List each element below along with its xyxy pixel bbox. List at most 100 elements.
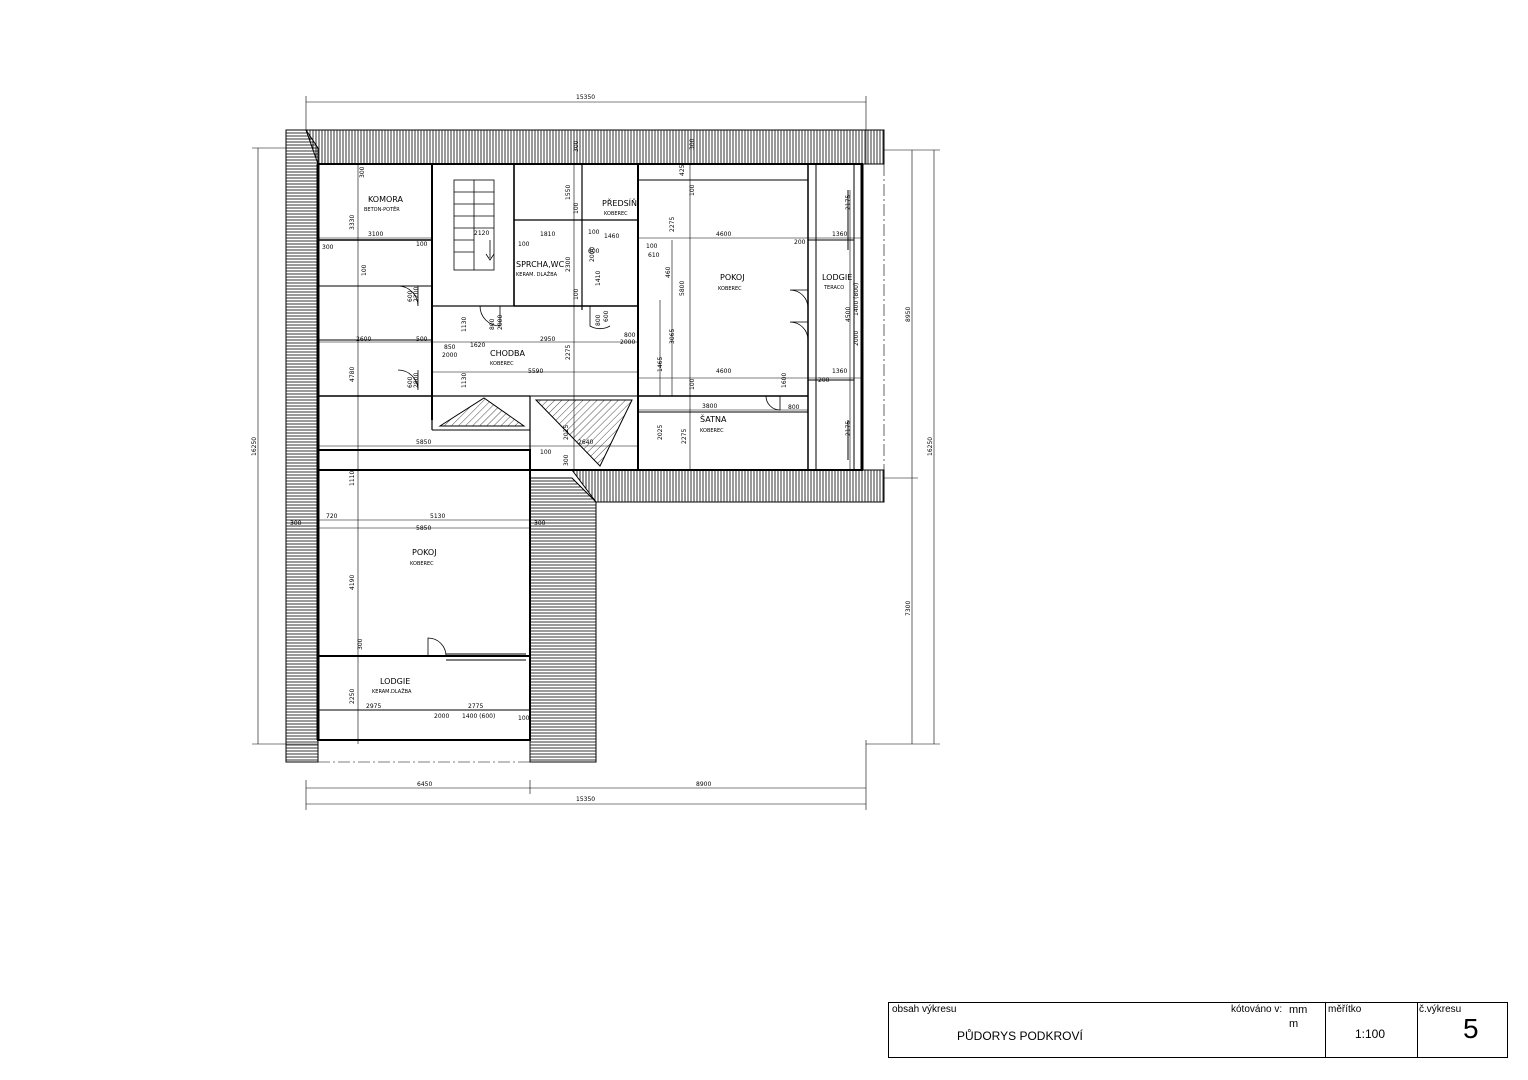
dim-text: 1400 (800) bbox=[853, 283, 860, 316]
dim-text: 2300 bbox=[565, 257, 572, 272]
dim-text: 16250 bbox=[927, 437, 934, 456]
dim-text: 610 bbox=[648, 252, 660, 259]
dim-text: 100 bbox=[689, 184, 696, 196]
dimension-lines bbox=[252, 96, 940, 810]
room-label: CHODBA bbox=[490, 349, 526, 358]
dim-text: 8900 bbox=[696, 781, 711, 788]
dim-text: 100 bbox=[416, 241, 428, 248]
unit-m: m bbox=[1289, 1018, 1299, 1030]
room-floor: BETON-POTĚR bbox=[364, 205, 400, 213]
room-label: KOMORA bbox=[368, 195, 404, 204]
dim-text: 1620 bbox=[470, 342, 485, 349]
dim-text: 8950 bbox=[905, 307, 912, 322]
dim-text: 4190 bbox=[349, 575, 356, 590]
dim-text: 4780 bbox=[349, 367, 356, 382]
dim-text: 16250 bbox=[251, 437, 258, 456]
room-floor: KOBEREC bbox=[700, 428, 724, 434]
dim-text: 15350 bbox=[576, 94, 595, 101]
dim-text: 2800 bbox=[413, 373, 420, 388]
room-floor: KOBEREC bbox=[410, 561, 434, 567]
windows bbox=[446, 190, 849, 661]
dimensioned-label: kótováno v: bbox=[1231, 1004, 1283, 1015]
dim-text: 2000 bbox=[442, 352, 457, 359]
dimension-texts: 15350 6450 8900 15350 300 3100 100 2120 … bbox=[290, 94, 847, 803]
dim-text: 2200 bbox=[413, 287, 420, 302]
dim-text: 300 bbox=[689, 138, 696, 150]
dim-text: 100 bbox=[646, 243, 658, 250]
dim-text: 300 bbox=[290, 520, 302, 527]
dim-text: 600 bbox=[407, 290, 414, 302]
dim-text: 2275 bbox=[669, 217, 676, 232]
dim-text: 5850 bbox=[416, 525, 431, 532]
room-floor: KOBEREC bbox=[490, 361, 514, 367]
dim-text: 1110 bbox=[349, 471, 356, 486]
dim-text: 800 bbox=[595, 314, 602, 326]
dim-text: 4600 bbox=[716, 231, 731, 238]
dim-text: 1600 bbox=[781, 373, 788, 388]
contents-label: obsah výkresu bbox=[892, 1004, 957, 1015]
door-swings bbox=[397, 285, 809, 657]
dim-text: 425 bbox=[679, 164, 686, 176]
dim-text: 100 bbox=[518, 241, 530, 248]
room-label: SPRCHA,WC bbox=[516, 260, 565, 269]
dim-text: 2175 bbox=[845, 195, 852, 210]
number-label: č.výkresu bbox=[1419, 1004, 1462, 1015]
dim-text: 5130 bbox=[430, 513, 445, 520]
room-label: POKOJ bbox=[412, 548, 437, 557]
dim-text: 2250 bbox=[349, 689, 356, 704]
dim-text: 200 bbox=[818, 377, 830, 384]
number-value: 5 bbox=[1463, 1013, 1479, 1044]
dim-text: 2950 bbox=[540, 336, 555, 343]
dim-text: 300 bbox=[357, 638, 364, 650]
room-label: ŠATNA bbox=[700, 413, 727, 424]
dim-text: 3330 bbox=[349, 215, 356, 230]
dim-text: 100 bbox=[573, 202, 580, 214]
dim-text: 2000 bbox=[853, 331, 860, 346]
dim-text: 100 bbox=[573, 288, 580, 300]
dim-text: 2600 bbox=[356, 336, 371, 343]
dim-text: 300 bbox=[359, 166, 366, 178]
dim-text: 1400 (600) bbox=[462, 713, 495, 720]
dim-text: 800 bbox=[788, 404, 800, 411]
dim-text: 15350 bbox=[576, 796, 595, 803]
drawing-title: PŮDORYS PODKROVÍ bbox=[957, 1029, 1083, 1043]
room-floor: KERAM.DLAŽBA bbox=[372, 687, 412, 695]
dim-text: 2025 bbox=[657, 425, 664, 440]
room-label: PŘEDSÍŇ bbox=[602, 197, 637, 208]
dim-text: 2025 bbox=[563, 425, 570, 440]
scale-label: měřítko bbox=[1328, 1004, 1362, 1015]
dim-text: 300 bbox=[322, 244, 334, 251]
title-block: obsah výkresu PŮDORYS PODKROVÍ kótováno … bbox=[888, 1002, 1508, 1058]
roof-eaves bbox=[285, 129, 885, 763]
dim-text: 3800 bbox=[702, 403, 717, 410]
dim-text: 850 bbox=[444, 344, 456, 351]
dim-text: 4600 bbox=[716, 368, 731, 375]
dim-text: 2640 bbox=[578, 439, 593, 446]
title-block-scale: měřítko 1:100 bbox=[1325, 1003, 1418, 1057]
dim-text: 1460 bbox=[604, 233, 619, 240]
dim-text: 300 bbox=[573, 140, 580, 152]
room-floor: KOBEREC bbox=[604, 211, 628, 217]
dim-text: 600 bbox=[603, 310, 610, 322]
title-block-number: č.výkresu 5 bbox=[1417, 1003, 1507, 1057]
dim-text: 1130 bbox=[461, 317, 468, 332]
room-floor: KOBEREC bbox=[718, 286, 742, 292]
room-label: LODGIE bbox=[822, 273, 852, 282]
dim-text: 460 bbox=[665, 266, 672, 278]
dim-text: 1410 bbox=[595, 271, 602, 286]
dim-text: 2775 bbox=[468, 703, 483, 710]
dim-text: 3065 bbox=[669, 329, 676, 344]
axis-lines bbox=[318, 164, 885, 763]
dim-text: 100 bbox=[689, 378, 696, 390]
room-floor: TERACO bbox=[823, 285, 844, 291]
void-triangles bbox=[438, 397, 633, 467]
dim-text: 500 bbox=[416, 336, 428, 343]
staircase bbox=[453, 179, 495, 271]
room-label: POKOJ bbox=[720, 273, 745, 282]
dim-text: 300 bbox=[534, 520, 546, 527]
dim-text: 3100 bbox=[368, 231, 383, 238]
dim-text: 600 bbox=[407, 376, 414, 388]
unit-mm: mm bbox=[1289, 1004, 1308, 1016]
dimension-texts-vertical: 16250 8950 16250 7300 300 3330 100 300 1… bbox=[251, 138, 934, 704]
